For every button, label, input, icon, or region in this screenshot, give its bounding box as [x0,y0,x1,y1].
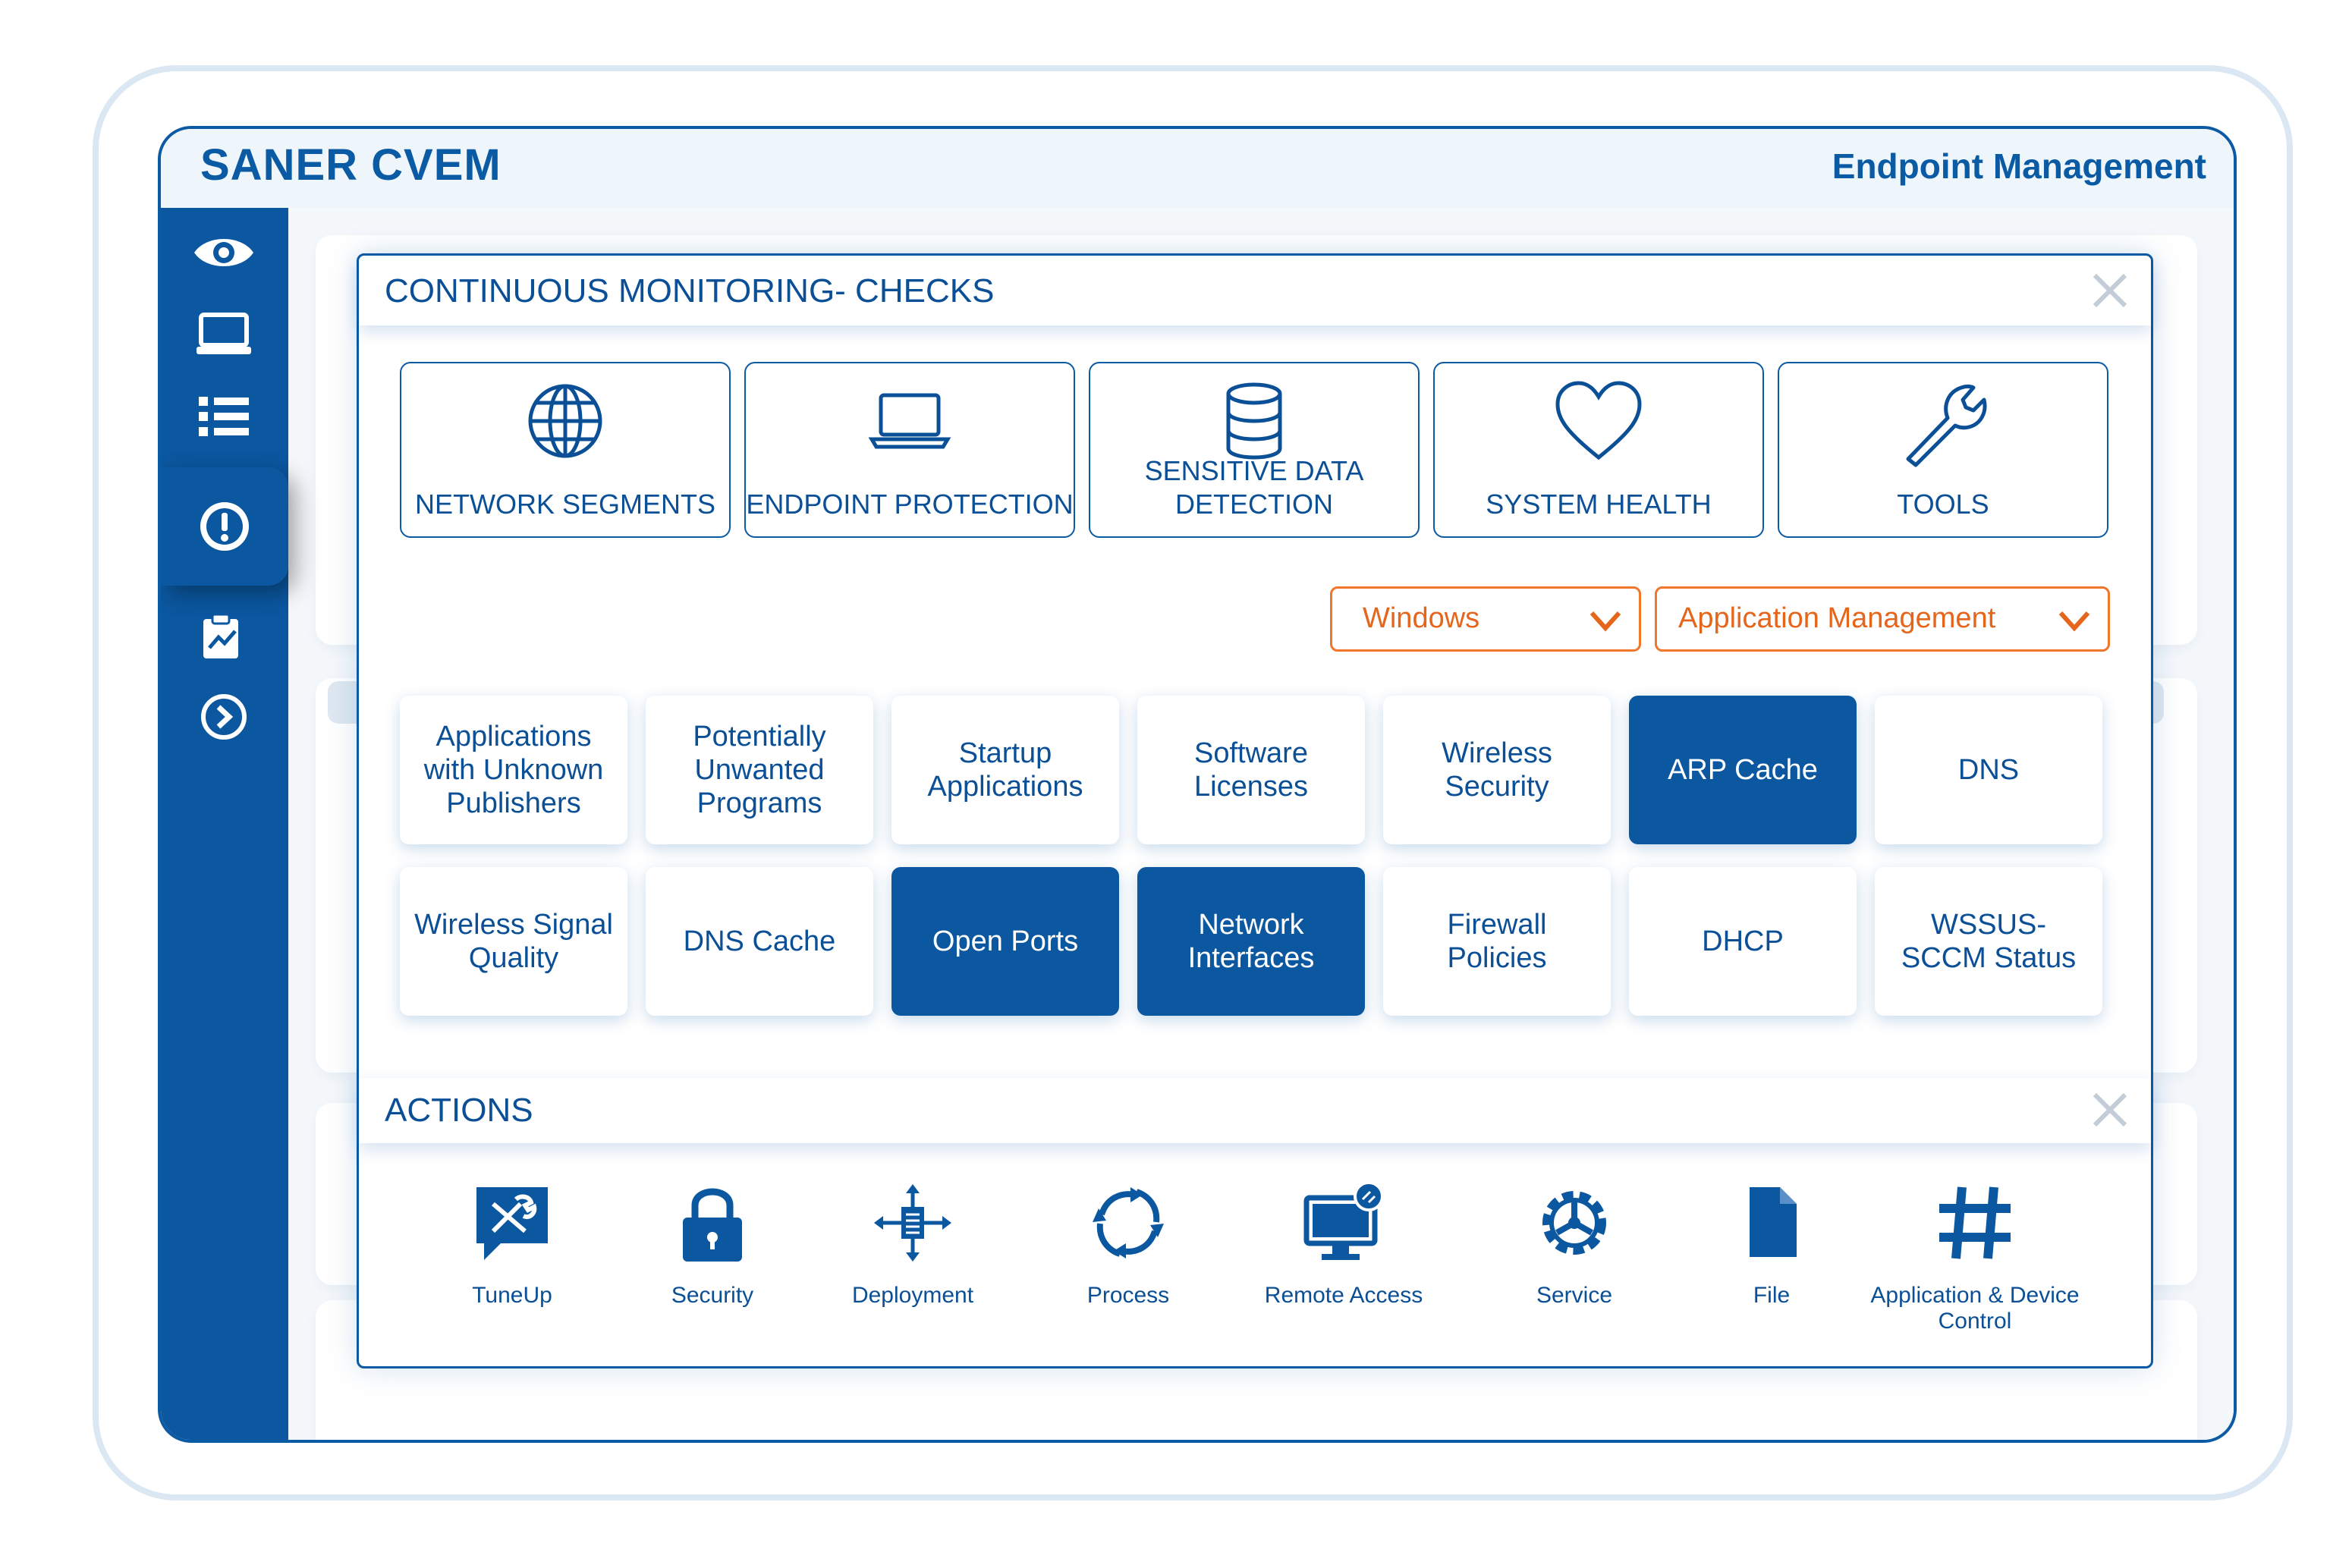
eye-icon[interactable] [191,226,256,279]
sidebar [161,208,288,1440]
check-tile-network-interfaces[interactable]: Network Interfaces [1137,867,1365,1016]
remote-access-icon [1303,1181,1384,1260]
monitoring-panel: CONTINUOUS MONITORING- CHECKS NETWORK SE… [357,253,2153,1368]
hash-icon [1939,1186,2011,1259]
action-label: File [1753,1283,1791,1308]
title-bar: SANER CVEM Endpoint Management [161,129,2234,208]
action-label: Process [1086,1283,1170,1308]
report-icon[interactable] [191,610,256,663]
alert-icon[interactable] [161,467,288,586]
action-file[interactable]: File [1673,1181,1870,1348]
chevron-down-icon [1589,611,1621,632]
panel-header: CONTINUOUS MONITORING- CHECKS [359,256,2151,325]
check-tile-applications-unknown-publishers[interactable]: Applications with Unknown Publishers [400,696,627,844]
check-tile-startup-applications[interactable]: Startup Applications [891,696,1119,844]
wrench-icon [1906,385,1987,467]
category-label: SENSITIVE DATA DETECTION [1144,455,1364,520]
list-icon[interactable] [191,390,256,443]
gear-icon [1542,1191,1606,1255]
app-title: SANER CVEM [200,140,502,190]
check-tile-firewall-policies[interactable]: Firewall Policies [1383,867,1611,1016]
category-label: TOOLS [1897,489,1989,520]
check-tile-wssus-sccm-status[interactable]: WSSUS- SCCM Status [1875,867,2102,1016]
action-label: TuneUp [472,1283,552,1308]
os-filter-select[interactable]: Windows [1330,586,1641,652]
category-filter-value: Application Management [1678,602,1996,634]
close-icon[interactable] [2089,269,2131,312]
action-label: Remote Access [1264,1283,1423,1308]
check-tile-wireless-signal-quality[interactable]: Wireless Signal Quality [400,867,627,1016]
check-tile-dhcp[interactable]: DHCP [1629,867,1857,1016]
check-tile-dns[interactable]: DNS [1875,696,2102,844]
action-label: Application & Device Control [1870,1283,2080,1334]
action-label: Service [1536,1283,1613,1308]
category-system-health[interactable]: SYSTEM HEALTH [1433,362,1764,538]
category-sensitive-data-detection[interactable]: SENSITIVE DATA DETECTION [1089,362,1420,538]
check-tile-open-ports[interactable]: Open Ports [891,867,1119,1016]
database-icon [1226,382,1282,460]
check-tile-software-licenses[interactable]: Software Licenses [1137,696,1365,844]
action-deployment[interactable]: Deployment [814,1181,1011,1348]
action-label: Deployment [851,1283,974,1308]
action-remote-access[interactable]: Remote Access [1245,1181,1442,1348]
category-label: ENDPOINT PROTECTION [746,489,1074,520]
actions-title: ACTIONS [385,1092,533,1129]
laptop-icon [868,393,951,449]
chevron-down-icon [2058,611,2090,632]
category-label: SYSTEM HEALTH [1486,489,1712,520]
app-subtitle: Endpoint Management [1832,146,2206,186]
category-tools[interactable]: TOOLS [1778,362,2108,538]
laptop-icon[interactable] [191,308,256,361]
globe-icon [528,384,602,458]
panel-title: CONTINUOUS MONITORING- CHECKS [385,272,995,310]
heart-icon [1555,381,1642,460]
close-icon[interactable] [2089,1089,2131,1131]
os-filter-value: Windows [1363,602,1480,634]
category-network-segments[interactable]: NETWORK SEGMENTS [400,362,731,538]
action-tuneup[interactable]: TuneUp [413,1181,611,1348]
process-icon [1093,1187,1164,1258]
actions-header: ACTIONS [359,1078,2151,1143]
device-frame [93,65,2293,1500]
action-service[interactable]: Service [1476,1181,1673,1348]
action-security[interactable]: Security [614,1181,811,1348]
file-icon [1750,1187,1797,1257]
action-label: Security [671,1283,754,1308]
deployment-icon [874,1184,951,1262]
lock-icon [683,1188,742,1262]
check-tile-dns-cache[interactable]: DNS Cache [646,867,873,1016]
category-endpoint-protection[interactable]: ENDPOINT PROTECTION [744,362,1075,538]
action-application-device-control[interactable]: Application & Device Control [1870,1181,2080,1348]
check-tile-arp-cache[interactable]: ARP Cache [1629,696,1857,844]
category-label: NETWORK SEGMENTS [414,489,716,520]
check-tile-potentially-unwanted-programs[interactable]: Potentially Unwanted Programs [646,696,873,844]
arrow-circle-icon[interactable] [191,690,256,743]
tuneup-icon [476,1187,548,1260]
check-tile-wireless-security[interactable]: Wireless Security [1383,696,1611,844]
action-process[interactable]: Process [1030,1181,1227,1348]
category-filter-select[interactable]: Application Management [1655,586,2110,652]
